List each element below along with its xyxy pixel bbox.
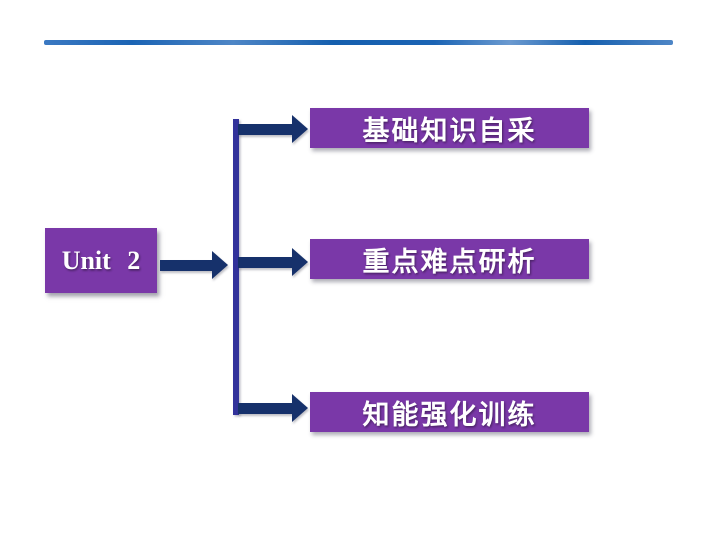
unit-2-box: Unit 2 bbox=[45, 228, 157, 293]
branch-arrow-top-icon bbox=[238, 114, 308, 144]
flow-node-label: 知能强化训练 bbox=[362, 399, 537, 430]
connector-spine bbox=[233, 119, 239, 415]
arrow-shaft bbox=[160, 259, 212, 271]
flow-node-training: 知能强化训练 bbox=[310, 392, 589, 432]
arrow-shaft bbox=[238, 402, 292, 414]
flow-node-basics: 基础知识自采 bbox=[310, 108, 589, 148]
arrow-shaft bbox=[238, 256, 292, 268]
branch-arrow-bottom-icon bbox=[238, 393, 308, 423]
arrow-head bbox=[292, 248, 308, 276]
flow-node-key-points: 重点难点研析 bbox=[310, 239, 589, 279]
arrow-head bbox=[292, 115, 308, 143]
branch-arrow-middle-icon bbox=[238, 247, 308, 277]
top-divider-rule bbox=[44, 40, 673, 45]
arrow-head bbox=[212, 251, 228, 279]
arrow-head bbox=[292, 394, 308, 422]
unit-2-label: Unit 2 bbox=[61, 245, 141, 275]
flow-node-label: 重点难点研析 bbox=[362, 246, 537, 277]
main-arrow-right-icon bbox=[160, 250, 228, 280]
arrow-shaft bbox=[238, 123, 292, 135]
flow-node-label: 基础知识自采 bbox=[362, 115, 537, 146]
